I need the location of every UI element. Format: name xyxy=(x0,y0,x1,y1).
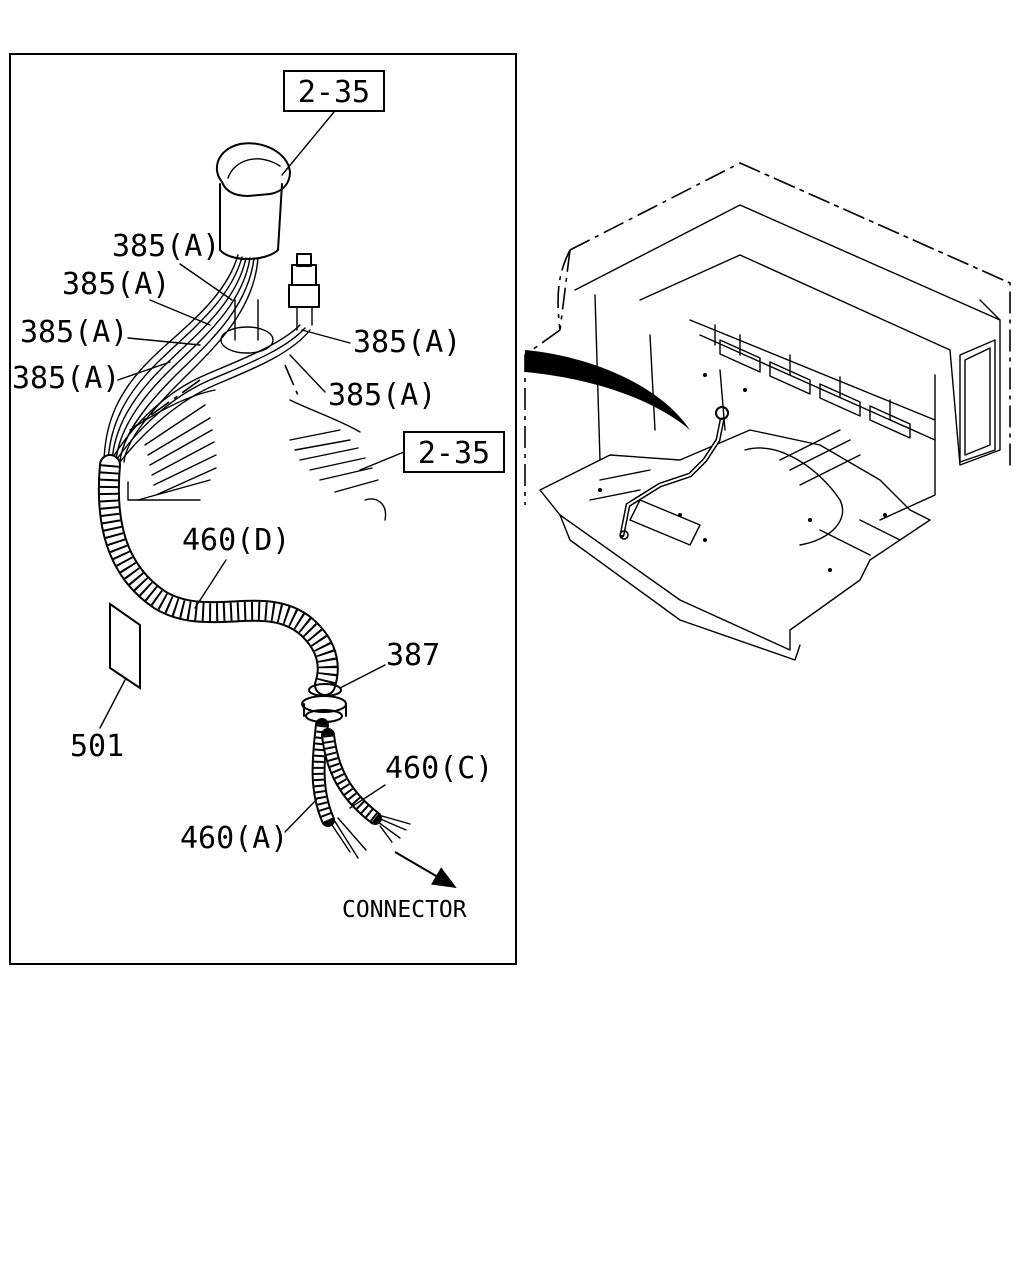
ref-label-top: 2-35 xyxy=(298,75,370,110)
corrugated-tube xyxy=(97,454,339,696)
callout-grommet: 387 xyxy=(386,638,440,673)
label-sticker xyxy=(109,602,141,690)
callout-tube-c: 460(C) xyxy=(385,751,493,786)
cab-overview xyxy=(524,162,1011,661)
wire-harness xyxy=(103,254,311,463)
callout-wire-5: 385(A) xyxy=(353,325,461,360)
ref-box-right xyxy=(403,431,505,473)
grommet xyxy=(301,683,347,723)
shift-knob xyxy=(215,142,291,260)
callout-tube-d: 460(D) xyxy=(182,523,290,558)
shift-boot xyxy=(127,299,387,521)
ref-box-top xyxy=(283,70,385,112)
ref-label-right: 2-35 xyxy=(418,436,490,471)
switch-sensor xyxy=(288,253,320,331)
callout-wire-6: 385(A) xyxy=(328,378,436,413)
callout-label-part: 501 xyxy=(70,729,124,764)
callout-wire-1: 385(A) xyxy=(112,229,220,264)
leader-lines xyxy=(99,111,457,889)
callout-connector: CONNECTOR xyxy=(342,897,467,923)
branch-tubes xyxy=(311,718,411,859)
callout-wire-3: 385(A) xyxy=(20,315,128,350)
callout-wire-2: 385(A) xyxy=(62,267,170,302)
callout-tube-a: 460(A) xyxy=(180,821,288,856)
callout-wire-4: 385(A) xyxy=(12,361,120,396)
detail-frame xyxy=(9,53,517,965)
